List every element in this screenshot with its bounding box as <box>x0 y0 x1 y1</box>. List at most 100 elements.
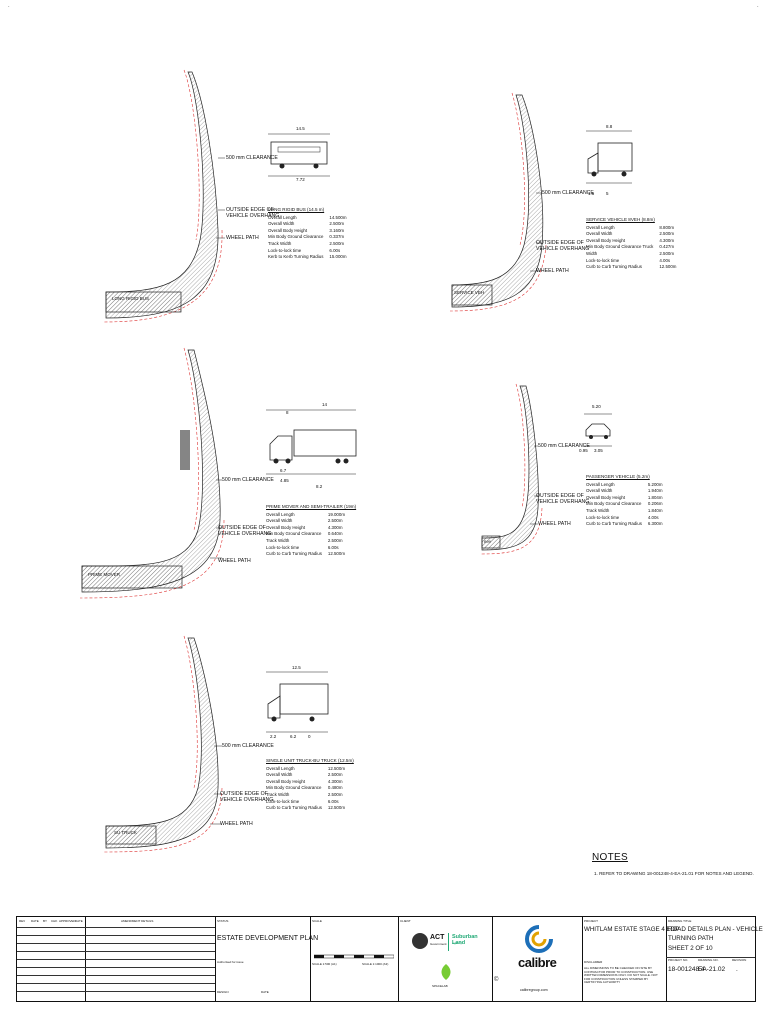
vehicle-label: PRIME MOVER <box>88 572 121 577</box>
notes-heading: NOTES <box>592 852 628 863</box>
dim-length: 8.8 <box>606 124 613 129</box>
chk-col: CHK <box>51 919 58 923</box>
notes-section: NOTES 1. REFER TO DRAWING 18-001248-4-EA… <box>592 852 754 876</box>
spec-table: SINGLE UNIT TRUCK-BU TRUCK (12.5m) Overa… <box>266 758 354 812</box>
drawing-number: EA-21.02 <box>698 966 726 973</box>
by-col: BY <box>43 919 48 923</box>
spacelab-leaf-icon <box>441 964 451 980</box>
status-label: STATUS <box>217 919 229 923</box>
dim-overhang: 0.95 <box>579 448 588 453</box>
website: calibregroup.com <box>520 988 548 992</box>
calibre-cell: © calibre calibregroup.com <box>492 917 583 1001</box>
project-no-label: PROJECT NO. <box>668 958 689 962</box>
design-label: DESIGN <box>217 990 229 994</box>
overhang-label-1: OUTSIDE EDGE OF <box>536 240 584 246</box>
dim-wheelbase: 3.05 <box>594 448 603 453</box>
approved-col: APPROVED <box>59 919 76 923</box>
dim-length: 5.20 <box>592 404 601 409</box>
revision-table: REV DATE BY CHK APPROVED DATE <box>17 917 86 1001</box>
spacelab-logo: SPACELAB <box>432 984 448 988</box>
wheel-path-label: WHEEL PATH <box>226 235 259 241</box>
rev-col: REV <box>19 919 26 923</box>
corner-mark: · <box>8 4 10 10</box>
project-label: PROJECT <box>584 919 599 923</box>
wheel-path-label: WHEEL PATH <box>538 521 571 527</box>
copyright-symbol: © <box>494 977 499 983</box>
turning-path-bus: LONG RIGID BUS 500 mm CLEARANCE OUTSIDE … <box>100 60 370 325</box>
spec-title: SERVICE VEHICLE 8VEH (8.8m) <box>586 217 655 222</box>
dim-cab: 8 <box>286 410 289 415</box>
vehicle-label: LONG RIGID BUS <box>112 296 150 301</box>
scale-label: SCALE <box>312 919 322 923</box>
dim-length: 12.5 <box>292 665 301 670</box>
spec-title: SINGLE UNIT TRUCK-BU TRUCK (12.5m) <box>266 758 354 763</box>
overhang-label-2: VEHICLE OVERHANG <box>536 246 590 252</box>
plan-title-cell: STATUS ESTATE DEVELOPMENT PLAN Authorise… <box>215 917 318 1001</box>
drawing-title-1: ROAD DETAILS PLAN - VEHICLE <box>668 926 763 933</box>
disclaimer-head: DISCLAIMER <box>584 960 603 964</box>
clearance-label: 500 mm CLEARANCE <box>538 443 590 449</box>
calibre-logo-text: calibre <box>518 955 557 970</box>
drawing-title-2: TURNING PATH <box>668 935 714 942</box>
spec-title: LONG RIGID BUS (14.5 m) <box>268 207 325 212</box>
dim-rear: 0 <box>308 734 311 739</box>
wheel-path-label: WHEEL PATH <box>220 821 253 827</box>
vehicle-label: SU TRUCK <box>114 830 137 835</box>
turning-path-service-vehicle: SERVICE VEH 500 mm CLEARANCE OUTSIDE EDG… <box>446 85 706 320</box>
scale-cell: SCALE SCALE 1:500 (A1) SCALE 1:1000 (A3) <box>310 917 399 1001</box>
date-label: DATE <box>261 990 269 994</box>
dim-overhang: 1.5 <box>588 191 595 196</box>
spec-table: PRIME MOVER AND SEMI-TRAILER (19m) Overa… <box>266 504 356 558</box>
dim-wheelbase: 5 <box>606 191 609 196</box>
overhang-label-2: VEHICLE OVERHANG <box>220 797 274 803</box>
project-cell: PROJECT WHITLAM ESTATE STAGE 4 EDP DISCL… <box>582 917 679 1001</box>
client-label: CLIENT <box>400 919 411 923</box>
scale-right: SCALE 1:1000 (A3) <box>362 962 389 966</box>
overhang-label-2: VEHICLE OVERHANG <box>536 499 590 505</box>
clearance-label: 500 mm CLEARANCE <box>226 155 278 161</box>
dim-a: 6.7 <box>280 468 287 473</box>
overhang-label-1: OUTSIDE EDGE OF <box>226 207 274 213</box>
spec-table: SERVICE VEHICLE 8VEH (8.8m) Overall Leng… <box>586 217 676 271</box>
vehicle-label: B99 <box>484 540 491 544</box>
act-sub: Government <box>430 942 447 946</box>
dim-b: 4.85 <box>280 478 289 483</box>
clearance-label: 500 mm CLEARANCE <box>222 477 274 483</box>
calibre-logo-icon <box>525 925 553 953</box>
act-logo: ACT <box>430 934 445 941</box>
project-name: WHITLAM ESTATE STAGE 4 EDP <box>584 926 680 933</box>
revision-value: . <box>736 966 738 973</box>
act-crest-icon <box>412 933 428 949</box>
turning-path-passenger-vehicle: B99 500 mm CLEARANCE OUTSIDE EDGE OF VEH… <box>476 378 726 558</box>
spec-title: PRIME MOVER AND SEMI-TRAILER (19m) <box>266 504 357 509</box>
amendment-header: AMENDMENT DETAILS <box>121 919 154 923</box>
scale-bar <box>314 954 394 959</box>
issue-label: Authorised for issue <box>217 960 244 964</box>
dim-wheelbase: 6.2 <box>290 734 297 739</box>
swept-path-drawing <box>103 69 330 323</box>
dim-length: 14.5 <box>296 126 305 131</box>
overhang-label-1: OUTSIDE EDGE OF <box>218 525 266 531</box>
wheel-path-label: WHEEL PATH <box>536 268 569 274</box>
overhang-label-1: OUTSIDE EDGE OF <box>220 791 268 797</box>
note-item: 1. REFER TO DRAWING 18-001248-4-EA-21.01… <box>594 871 754 876</box>
spec-title: PASSENGER VEHICLE (5.2m) <box>586 474 650 479</box>
swept-path-drawing <box>479 383 612 555</box>
date2-col: DATE <box>75 919 83 923</box>
clearance-label: 500 mm CLEARANCE <box>542 190 594 196</box>
client-cell: CLIENT ACT Government Suburban Land Agen… <box>398 917 493 1001</box>
overhang-label-2: VEHICLE OVERHANG <box>226 213 280 219</box>
dim-front: 2.2 <box>270 734 277 739</box>
dim-trailer: 14 <box>322 402 328 407</box>
dim-c: 8.2 <box>316 484 323 489</box>
revision-label: REVISION <box>732 958 747 962</box>
overhang-label-2: VEHICLE OVERHANG <box>218 531 272 537</box>
sheet-number: SHEET 2 OF 10 <box>668 945 713 952</box>
vehicle-label: SERVICE VEH <box>454 290 485 295</box>
plan-title: ESTATE DEVELOPMENT PLAN <box>217 935 319 942</box>
overhang-label-1: OUTSIDE EDGE OF <box>536 493 584 499</box>
suburban-land-logo: Suburban Land <box>452 934 478 946</box>
swept-path-drawing <box>449 92 633 312</box>
